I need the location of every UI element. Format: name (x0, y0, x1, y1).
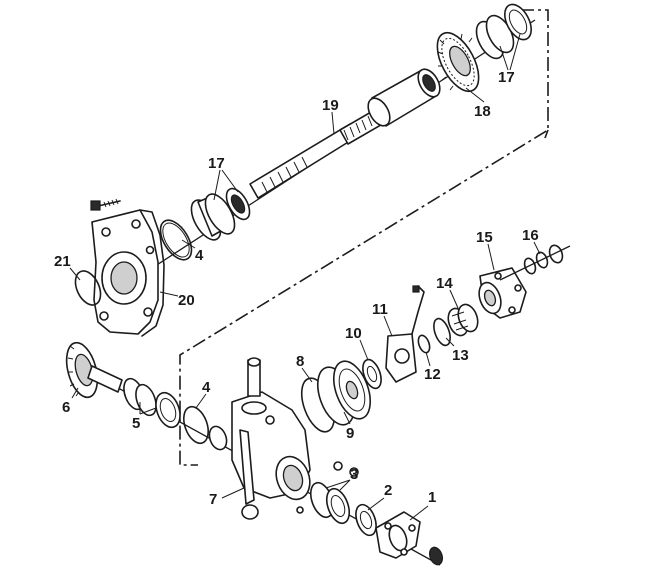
label-4-upper: 4 (195, 247, 204, 264)
label-7: 7 (209, 491, 217, 508)
gear-6 (65, 341, 123, 399)
nut-set-16 (499, 244, 571, 281)
label-21: 21 (54, 253, 71, 270)
label-9: 9 (346, 425, 354, 442)
shaft-sleeve (367, 68, 441, 127)
ring-13 (433, 317, 451, 347)
bearing-5 (123, 377, 181, 429)
o-ring-lower (182, 405, 210, 445)
label-4-lower: 4 (202, 379, 211, 396)
leader-lines (69, 33, 541, 521)
lower-assembly (65, 244, 571, 566)
bearing-10 (362, 358, 382, 390)
label-17-left: 17 (208, 155, 225, 172)
label-8: 8 (296, 353, 304, 370)
label-20: 20 (178, 292, 195, 309)
callout-labels: 1 2 3 4 4 5 6 7 8 9 10 11 12 13 14 15 16… (54, 69, 539, 508)
plate-11 (385, 285, 425, 383)
bearing-17-left (190, 187, 251, 241)
pinion-shaft (249, 107, 387, 199)
upper-shaft-assembly (74, 3, 536, 337)
housing-bolt (90, 198, 121, 211)
label-3: 3 (350, 466, 358, 483)
label-18: 18 (474, 103, 491, 120)
label-11: 11 (372, 301, 388, 318)
bevel-gear-18 (436, 31, 480, 93)
seal-ring-21 (74, 270, 102, 306)
bearing-14 (447, 303, 479, 337)
label-19: 19 (322, 97, 339, 114)
label-12: 12 (424, 366, 441, 383)
label-17-right: 17 (498, 69, 515, 86)
label-16: 16 (522, 227, 539, 244)
label-2: 2 (384, 482, 392, 499)
hub-9 (316, 360, 372, 426)
bearing-17-right (475, 3, 532, 60)
washer-12 (417, 334, 431, 354)
bearing-3 (309, 461, 359, 525)
label-5: 5 (132, 415, 140, 432)
seal-2 (355, 503, 377, 537)
housing-cover (91, 209, 165, 337)
output-flange-1 (375, 511, 444, 566)
label-14: 14 (436, 275, 453, 292)
label-10: 10 (345, 325, 362, 342)
label-13: 13 (452, 347, 469, 364)
o-ring-upper (159, 219, 193, 261)
label-15: 15 (476, 229, 493, 246)
label-6: 6 (62, 399, 70, 416)
assembly-path-lines (179, 9, 549, 466)
flange-15 (478, 267, 527, 319)
gearbox-housing (231, 357, 311, 520)
label-1: 1 (428, 489, 436, 506)
